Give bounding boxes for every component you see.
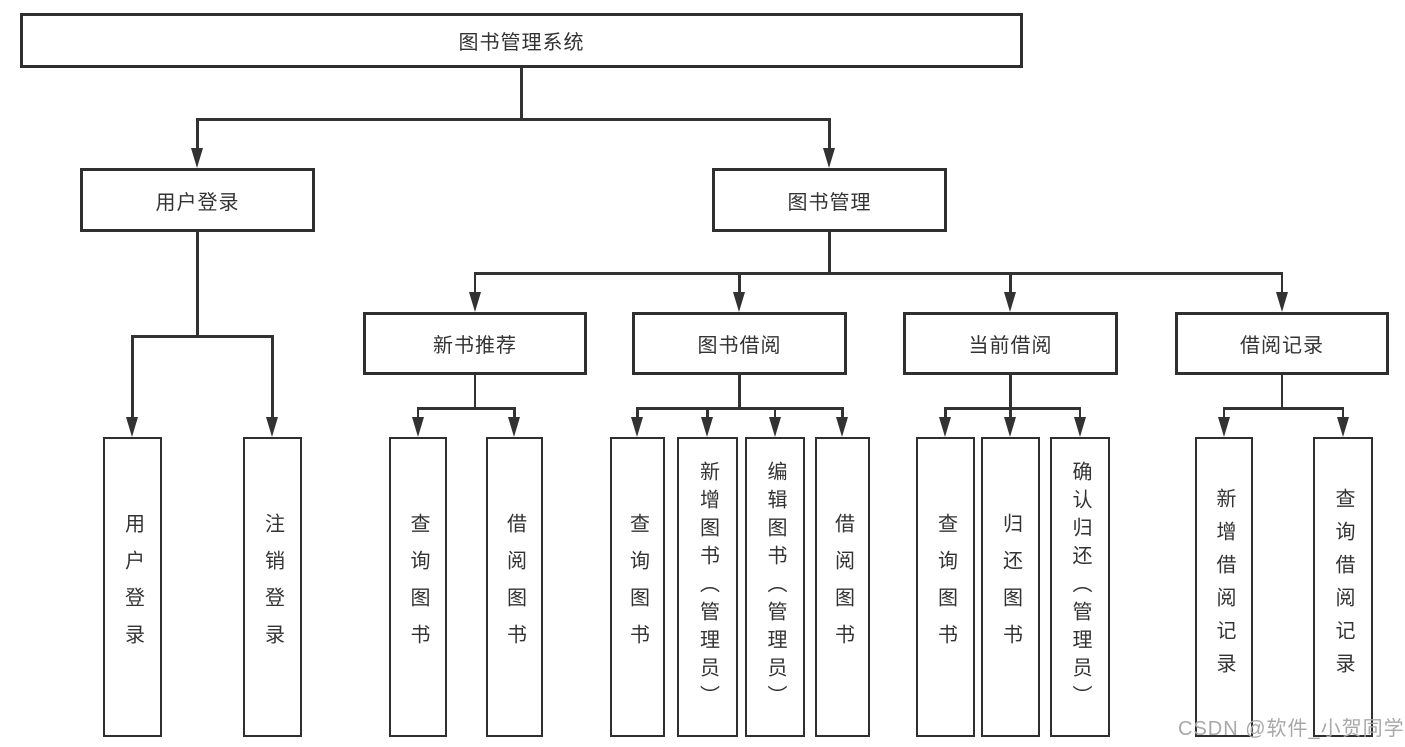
connector-to-cb-return: [1009, 407, 1012, 421]
connector-book-borrow-drop: [738, 375, 741, 407]
connector-to-cb-query: [944, 407, 947, 421]
leaf-bb-query-book-label: 查询图书: [626, 513, 649, 661]
node-new-book-recommend: 新书推荐: [363, 312, 587, 375]
arrow-down-icon: [836, 417, 848, 437]
arrow-down-icon: [191, 148, 203, 168]
connector-root-drop: [520, 68, 523, 118]
connector-to-user-login: [196, 118, 199, 152]
arrow-down-icon: [1336, 417, 1349, 437]
leaf-bb-add-book-label: 新增图书（管理员）: [696, 461, 719, 713]
connector-to-bb-query: [636, 407, 639, 421]
leaf-cb-confirm-return-label: 确认归还（管理员）: [1069, 461, 1091, 713]
connector-to-bb-borrow: [841, 407, 844, 421]
leaf-br-query-record: 查询借阅记录: [1313, 437, 1373, 737]
leaf-br-query-record-label: 查询借阅记录: [1332, 488, 1354, 686]
arrow-down-icon: [411, 417, 424, 437]
connector-to-rec-query: [416, 407, 420, 421]
connector-to-leaf-user-login: [131, 335, 134, 421]
leaf-br-add-record: 新增借阅记录: [1195, 437, 1253, 737]
leaf-rec-borrow-book: 借阅图书: [486, 437, 543, 737]
arrow-down-icon: [733, 292, 745, 312]
connector-book-management-drop: [828, 232, 831, 272]
node-book-management: 图书管理: [712, 168, 947, 232]
connector-to-br-query: [1341, 407, 1345, 421]
connector-to-book-management: [828, 118, 831, 152]
connector-user-login-drop: [196, 232, 199, 335]
connector-to-br-add: [1222, 407, 1226, 421]
leaf-bb-add-book: 新增图书（管理员）: [677, 437, 738, 737]
connector-new-book-recommend-drop: [473, 375, 477, 407]
connector-to-bb-add: [706, 407, 709, 421]
leaf-bb-borrow-book: 借阅图书: [815, 437, 870, 737]
connector-recommend-rail: [416, 407, 516, 410]
arrow-down-icon: [1004, 292, 1016, 312]
connector-current-borrow-drop: [1009, 375, 1012, 407]
arrow-down-icon: [823, 148, 835, 168]
leaf-br-add-record-label: 新增借阅记录: [1213, 488, 1235, 686]
connector-to-book-borrow: [738, 272, 741, 296]
node-user-login: 用户登录: [80, 168, 315, 232]
node-user-login-label: 用户登录: [155, 191, 240, 214]
connector-records-rail: [1222, 407, 1345, 410]
node-current-borrow-label: 当前借阅: [968, 335, 1053, 357]
node-library-system: 图书管理系统: [20, 13, 1023, 68]
connector-to-bb-edit: [773, 407, 777, 421]
watermark: CSDN @软件_小贺同学: [1178, 718, 1405, 740]
leaf-user-login: 用户登录: [103, 437, 162, 737]
node-library-system-label: 图书管理系统: [458, 32, 585, 54]
node-book-management-label: 图书管理: [787, 191, 872, 214]
arrow-down-icon: [1275, 292, 1288, 312]
leaf-cb-return-book: 归还图书: [981, 437, 1040, 737]
leaf-bb-edit-book-label: 编辑图书（管理员）: [764, 461, 786, 713]
arrow-down-icon: [126, 417, 138, 437]
leaf-cb-query-book-label: 查询图书: [934, 513, 957, 661]
leaf-bb-query-book: 查询图书: [610, 437, 665, 737]
connector-level3-rail: [473, 272, 1284, 275]
leaf-rec-query-book: 查询图书: [389, 437, 447, 737]
arrow-down-icon: [1217, 417, 1230, 437]
arrow-down-icon: [939, 417, 951, 437]
node-new-book-recommend-label: 新书推荐: [433, 335, 517, 357]
arrow-down-icon: [1073, 417, 1086, 437]
connector-level2-rail: [196, 118, 831, 121]
leaf-user-login-label: 用户登录: [121, 513, 144, 661]
node-borrow-records-label: 借阅记录: [1240, 335, 1324, 357]
arrow-down-icon: [631, 417, 643, 437]
node-book-borrow: 图书借阅: [632, 312, 847, 375]
connector-borrow-records-drop: [1280, 375, 1284, 407]
connector-current-rail: [944, 407, 1082, 410]
leaf-logout-label: 注销登录: [261, 513, 284, 661]
arrow-down-icon: [701, 417, 713, 437]
connector-borrow-rail: [636, 407, 844, 410]
leaf-rec-query-book-label: 查询图书: [407, 513, 429, 661]
connector-login-rail: [131, 335, 274, 338]
arrow-down-icon: [508, 417, 520, 437]
connector-to-current-borrow: [1009, 272, 1012, 296]
connector-to-leaf-logout: [271, 335, 274, 421]
node-current-borrow: 当前借阅: [903, 312, 1118, 375]
arrow-down-icon: [266, 417, 278, 437]
connector-to-borrow-records: [1280, 272, 1284, 296]
connector-to-rec-borrow: [513, 407, 516, 421]
leaf-bb-borrow-book-label: 借阅图书: [831, 513, 854, 661]
connector-to-new-book-recommend: [473, 272, 477, 296]
node-book-borrow-label: 图书借阅: [697, 335, 782, 357]
leaf-bb-edit-book: 编辑图书（管理员）: [745, 437, 805, 737]
arrow-down-icon: [468, 292, 481, 312]
leaf-cb-return-book-label: 归还图书: [999, 513, 1022, 661]
leaf-cb-confirm-return: 确认归还（管理员）: [1050, 437, 1110, 737]
connector-to-cb-confirm: [1078, 407, 1082, 421]
arrow-down-icon: [1004, 417, 1016, 437]
leaf-logout: 注销登录: [243, 437, 302, 737]
leaf-cb-query-book: 查询图书: [916, 437, 975, 737]
arrow-down-icon: [768, 417, 781, 437]
leaf-rec-borrow-book-label: 借阅图书: [503, 513, 526, 661]
node-borrow-records: 借阅记录: [1175, 312, 1389, 375]
